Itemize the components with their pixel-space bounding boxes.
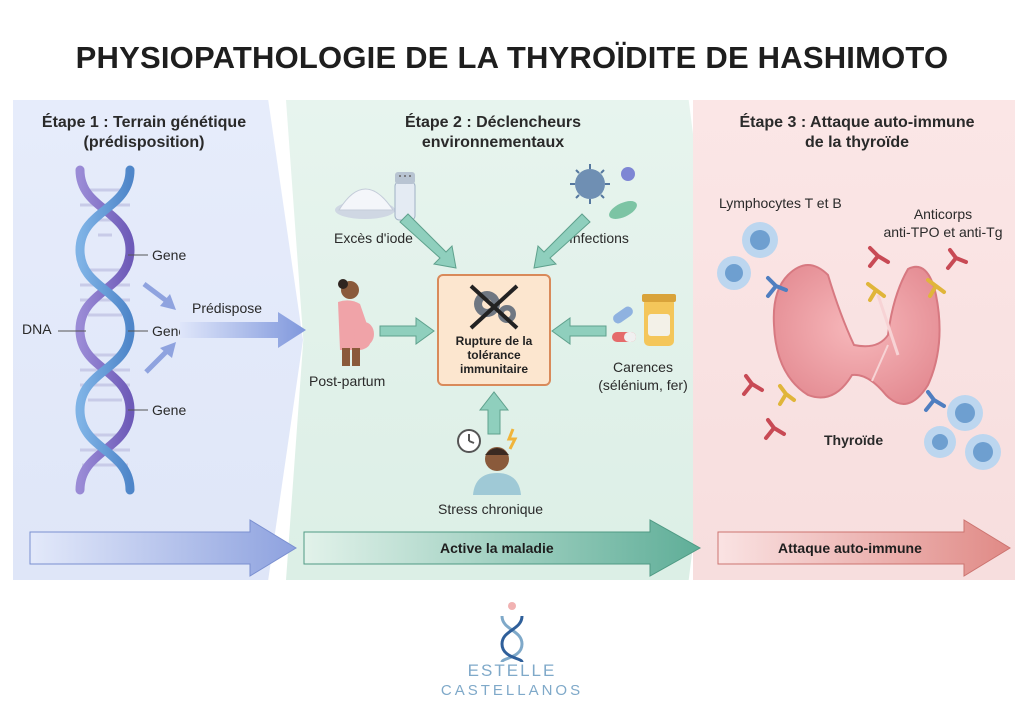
- dna-label: DNA: [22, 321, 52, 337]
- antibodies-label-line1: Anticorps: [913, 206, 973, 222]
- stage1-panel: [13, 100, 303, 580]
- supplement-pills-icon: [612, 294, 676, 346]
- stage1-heading-line2: (prédisposition): [83, 134, 205, 151]
- iodine-label: Excès d'iode: [334, 230, 413, 246]
- predispose-arrow: [180, 312, 306, 348]
- virus-bacteria-icon: [570, 164, 637, 219]
- infections-label: Infections: [569, 230, 629, 246]
- iodine-salt-icon: [335, 172, 416, 221]
- stage3-heading: Étape 3 : Attaque auto-immune de la thyr…: [712, 113, 1002, 153]
- deficiency-label: Carences (sélénium, fer): [586, 358, 700, 394]
- gene-leader-lines: [128, 254, 148, 411]
- pregnant-woman-icon: [338, 279, 374, 366]
- deficiency-label-line2: (sélénium, fer): [598, 377, 688, 393]
- logo-name-first: ESTELLE: [467, 661, 557, 680]
- stress-label: Stress chronique: [438, 501, 544, 517]
- stage2-heading: Étape 2 : Déclencheurs environnementaux: [368, 113, 618, 153]
- thyroid-label: Thyroïde: [824, 432, 884, 448]
- antibodies-label-line2: anti-TPO et anti-Tg: [883, 224, 1003, 240]
- dna-leader-line: [58, 330, 86, 332]
- gene-small-arrows: [142, 282, 176, 374]
- core-line2: tolérance: [467, 348, 521, 362]
- stressed-person-icon: [457, 428, 521, 495]
- gene-label-1: Gene: [152, 247, 187, 263]
- deficiency-label-line1: Carences: [613, 359, 673, 375]
- antibodies-label: Anticorps anti-TPO et anti-Tg: [868, 205, 1018, 241]
- lymphocytes-label: Lymphocytes T et B: [719, 195, 842, 211]
- stage1-heading-line1: Étape 1 : Terrain génétique: [41, 114, 247, 131]
- thyroid-gland-icon: [772, 264, 941, 405]
- page-title: PHYSIOPATHOLOGIE DE LA THYROÏDITE DE HAS…: [75, 40, 949, 75]
- core-line3: immunitaire: [459, 362, 528, 376]
- broken-gears-icon: [469, 284, 519, 330]
- core-line1: Rupture de la: [455, 334, 533, 348]
- logo-dna-icon: [500, 602, 524, 663]
- stage3-heading-line2: de la thyroïde: [804, 134, 910, 151]
- dna-helix-icon: [75, 165, 135, 495]
- postpartum-label: Post-partum: [309, 373, 386, 389]
- logo-name-last: CASTELLANOS: [440, 682, 584, 699]
- stage2-heading-line1: Étape 2 : Déclencheurs: [404, 114, 582, 131]
- band-label-activate: Active la maladie: [440, 540, 554, 556]
- stage3-panel: [693, 100, 1015, 580]
- band-label-attack: Attaque auto-immune: [778, 540, 922, 556]
- immune-tolerance-box: Rupture de la tolérance immunitaire: [437, 274, 551, 386]
- predispose-label: Prédispose: [192, 300, 263, 316]
- stage3-heading-line1: Étape 3 : Attaque auto-immune: [739, 114, 975, 131]
- stage2-heading-line2: environnementaux: [421, 134, 565, 151]
- gene-label-3: Gene: [152, 402, 187, 418]
- stage1-heading: Étape 1 : Terrain génétique (prédisposit…: [20, 113, 268, 153]
- immune-tolerance-text: Rupture de la tolérance immunitaire: [439, 334, 549, 376]
- gene-label-2: Gene: [152, 323, 187, 339]
